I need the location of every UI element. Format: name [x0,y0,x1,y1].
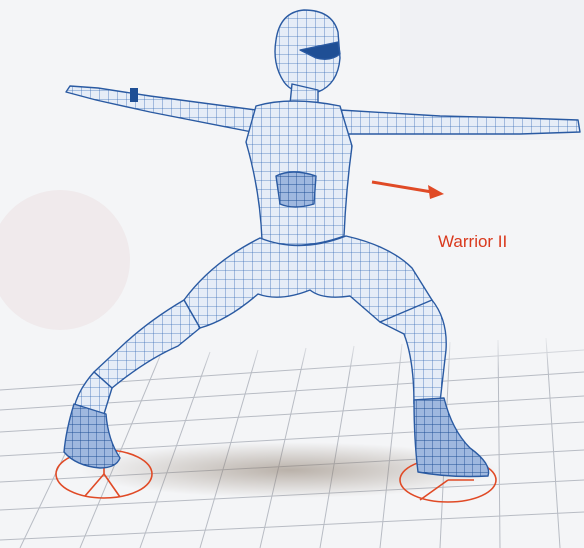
pose-label: Warrior II [438,232,507,252]
direction-arrow-icon [372,182,444,199]
floor-fade [0,330,584,370]
